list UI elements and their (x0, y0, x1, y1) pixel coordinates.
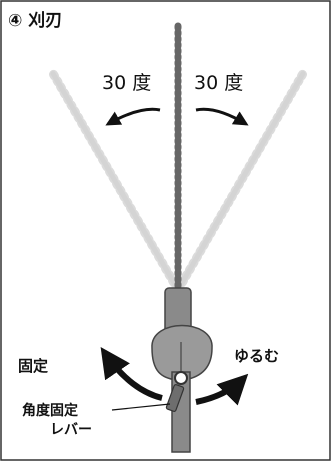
section-title: ④ 刈刃 (8, 11, 63, 31)
loosen-label: ゆるむ (234, 347, 280, 365)
lever-label-line1: 角度固定 (22, 403, 78, 419)
angle-label-right: 30 度 (194, 72, 244, 94)
loosen-arrow (195, 373, 249, 406)
gearbox-housing (151, 287, 213, 453)
blade-tilted-left (48, 68, 182, 293)
lever-label-line2: レバー (50, 422, 92, 438)
fix-label: 固定 (18, 357, 49, 375)
angle-lock-lever (165, 371, 188, 412)
fix-arrow (100, 347, 163, 401)
blade-tilted-right (174, 68, 308, 293)
angle-label-left: 30 度 (102, 72, 152, 94)
lever-leader-line (111, 403, 171, 411)
angle-arrow-right (195, 107, 249, 126)
angle-arrow-left (105, 107, 161, 126)
